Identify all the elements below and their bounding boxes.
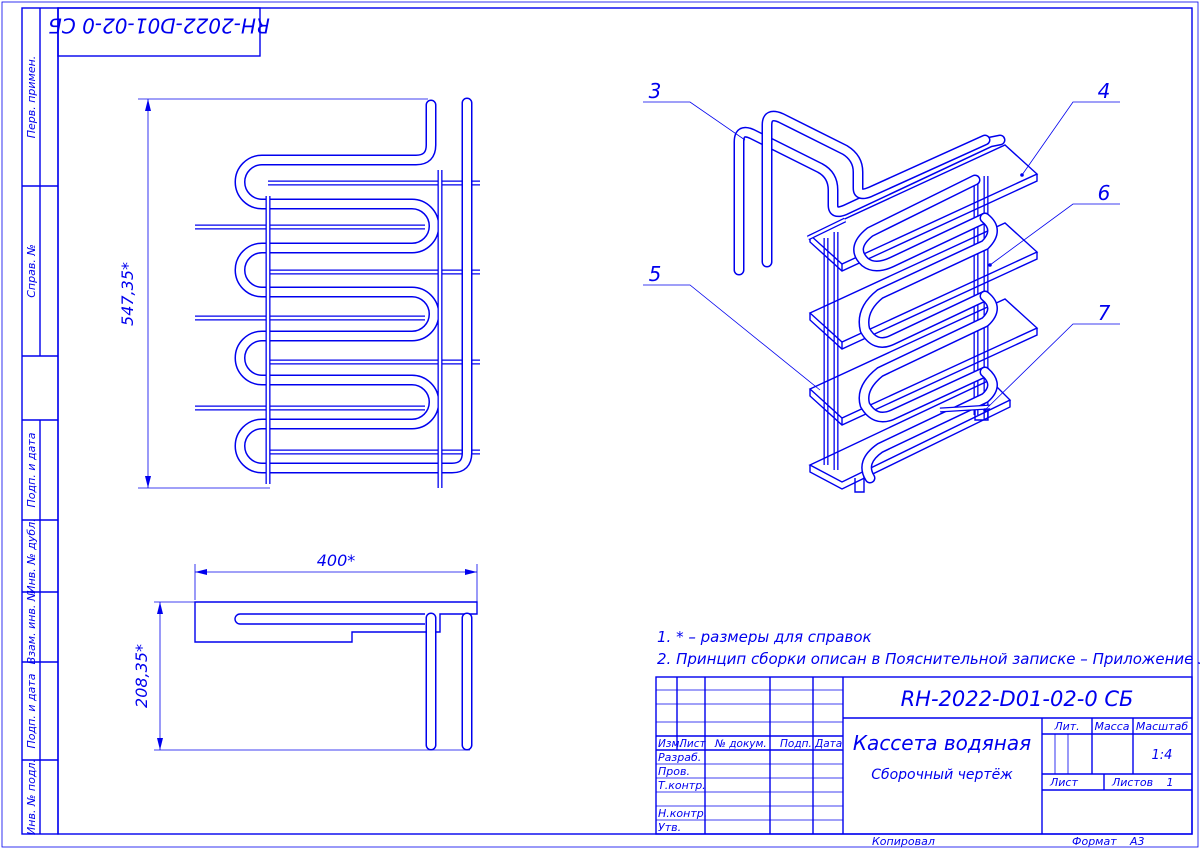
stamp-doc-type: Сборочный чертёж — [871, 767, 1013, 783]
stamp-scale-label: Масштаб — [1136, 720, 1188, 733]
strip-label-inv-podl: Инв. № подл. — [25, 759, 38, 835]
row-razrab: Разраб. — [658, 751, 701, 764]
col-doc: № докум. — [714, 738, 767, 750]
strip-label-podp2: Подп. и дата — [25, 673, 38, 748]
top-code-box: RH-2022-D01-02-0 СБ — [48, 7, 270, 57]
dim-width: 400* — [317, 551, 356, 570]
stamp-scale-value: 1:4 — [1152, 748, 1173, 763]
callout-5: 5 — [649, 262, 662, 286]
stamp-lit-label: Лит. — [1053, 720, 1079, 733]
row-tkontr: Т.контр. — [658, 779, 706, 792]
row-utv: Утв. — [658, 821, 681, 834]
footer-copied: Копировал — [872, 835, 935, 848]
stamp-sheets-label: Листов — [1111, 776, 1153, 789]
front-view: 547,35* — [118, 97, 480, 489]
title-block: RH-2022-D01-02-0 СБ Кассета водяная Сбор… — [655, 676, 1193, 835]
col-podp: Подп. — [780, 738, 812, 750]
iso-shelves — [808, 144, 1039, 493]
stamp-designation: RH-2022-D01-02-0 СБ — [901, 687, 1134, 711]
top-code-text: RH-2022-D01-02-0 СБ — [48, 14, 270, 38]
isometric-view: 3 4 5 6 7 — [643, 79, 1120, 493]
footer-format-label: Формат — [1072, 835, 1117, 848]
callout-4: 4 — [1098, 79, 1111, 103]
side-strip: Перв. примен. Справ. № Подп. и дата Инв.… — [21, 7, 59, 835]
dim-height: 547,35* — [118, 262, 137, 326]
strip-label-inv-dubl: Инв. № дубл. — [25, 518, 38, 593]
row-nkontr: Н.контр. — [658, 807, 707, 820]
callout-6: 6 — [1098, 181, 1111, 205]
dim-depth: 208,35* — [132, 644, 151, 708]
col-list: Лист — [678, 738, 706, 750]
strip-label-podp1: Подп. и дата — [25, 432, 38, 507]
stamp-title: Кассета водяная — [853, 731, 1031, 755]
strip-label-sprav: Справ. № — [25, 244, 38, 298]
strip-label-perv: Перв. примен. — [25, 56, 38, 139]
stamp-mass-label: Масса — [1094, 720, 1129, 733]
row-prov: Пров. — [658, 765, 690, 778]
footer-format-value: А3 — [1129, 835, 1145, 848]
stamp-sheet-label: Лист — [1049, 776, 1078, 789]
callout-3: 3 — [649, 79, 662, 103]
note-1: 1. * – размеры для справок — [657, 628, 872, 646]
col-data: Дата — [814, 738, 842, 750]
stamp-sheets-value: 1 — [1167, 776, 1174, 789]
col-izm: Изм. — [658, 738, 683, 750]
top-view: 400* 208,35* — [132, 551, 478, 751]
callout-7: 7 — [1098, 301, 1111, 325]
note-2: 2. Принцип сборки описан в Пояснительной… — [657, 650, 1200, 668]
strip-label-vzam: Взам. инв. № — [25, 590, 38, 665]
